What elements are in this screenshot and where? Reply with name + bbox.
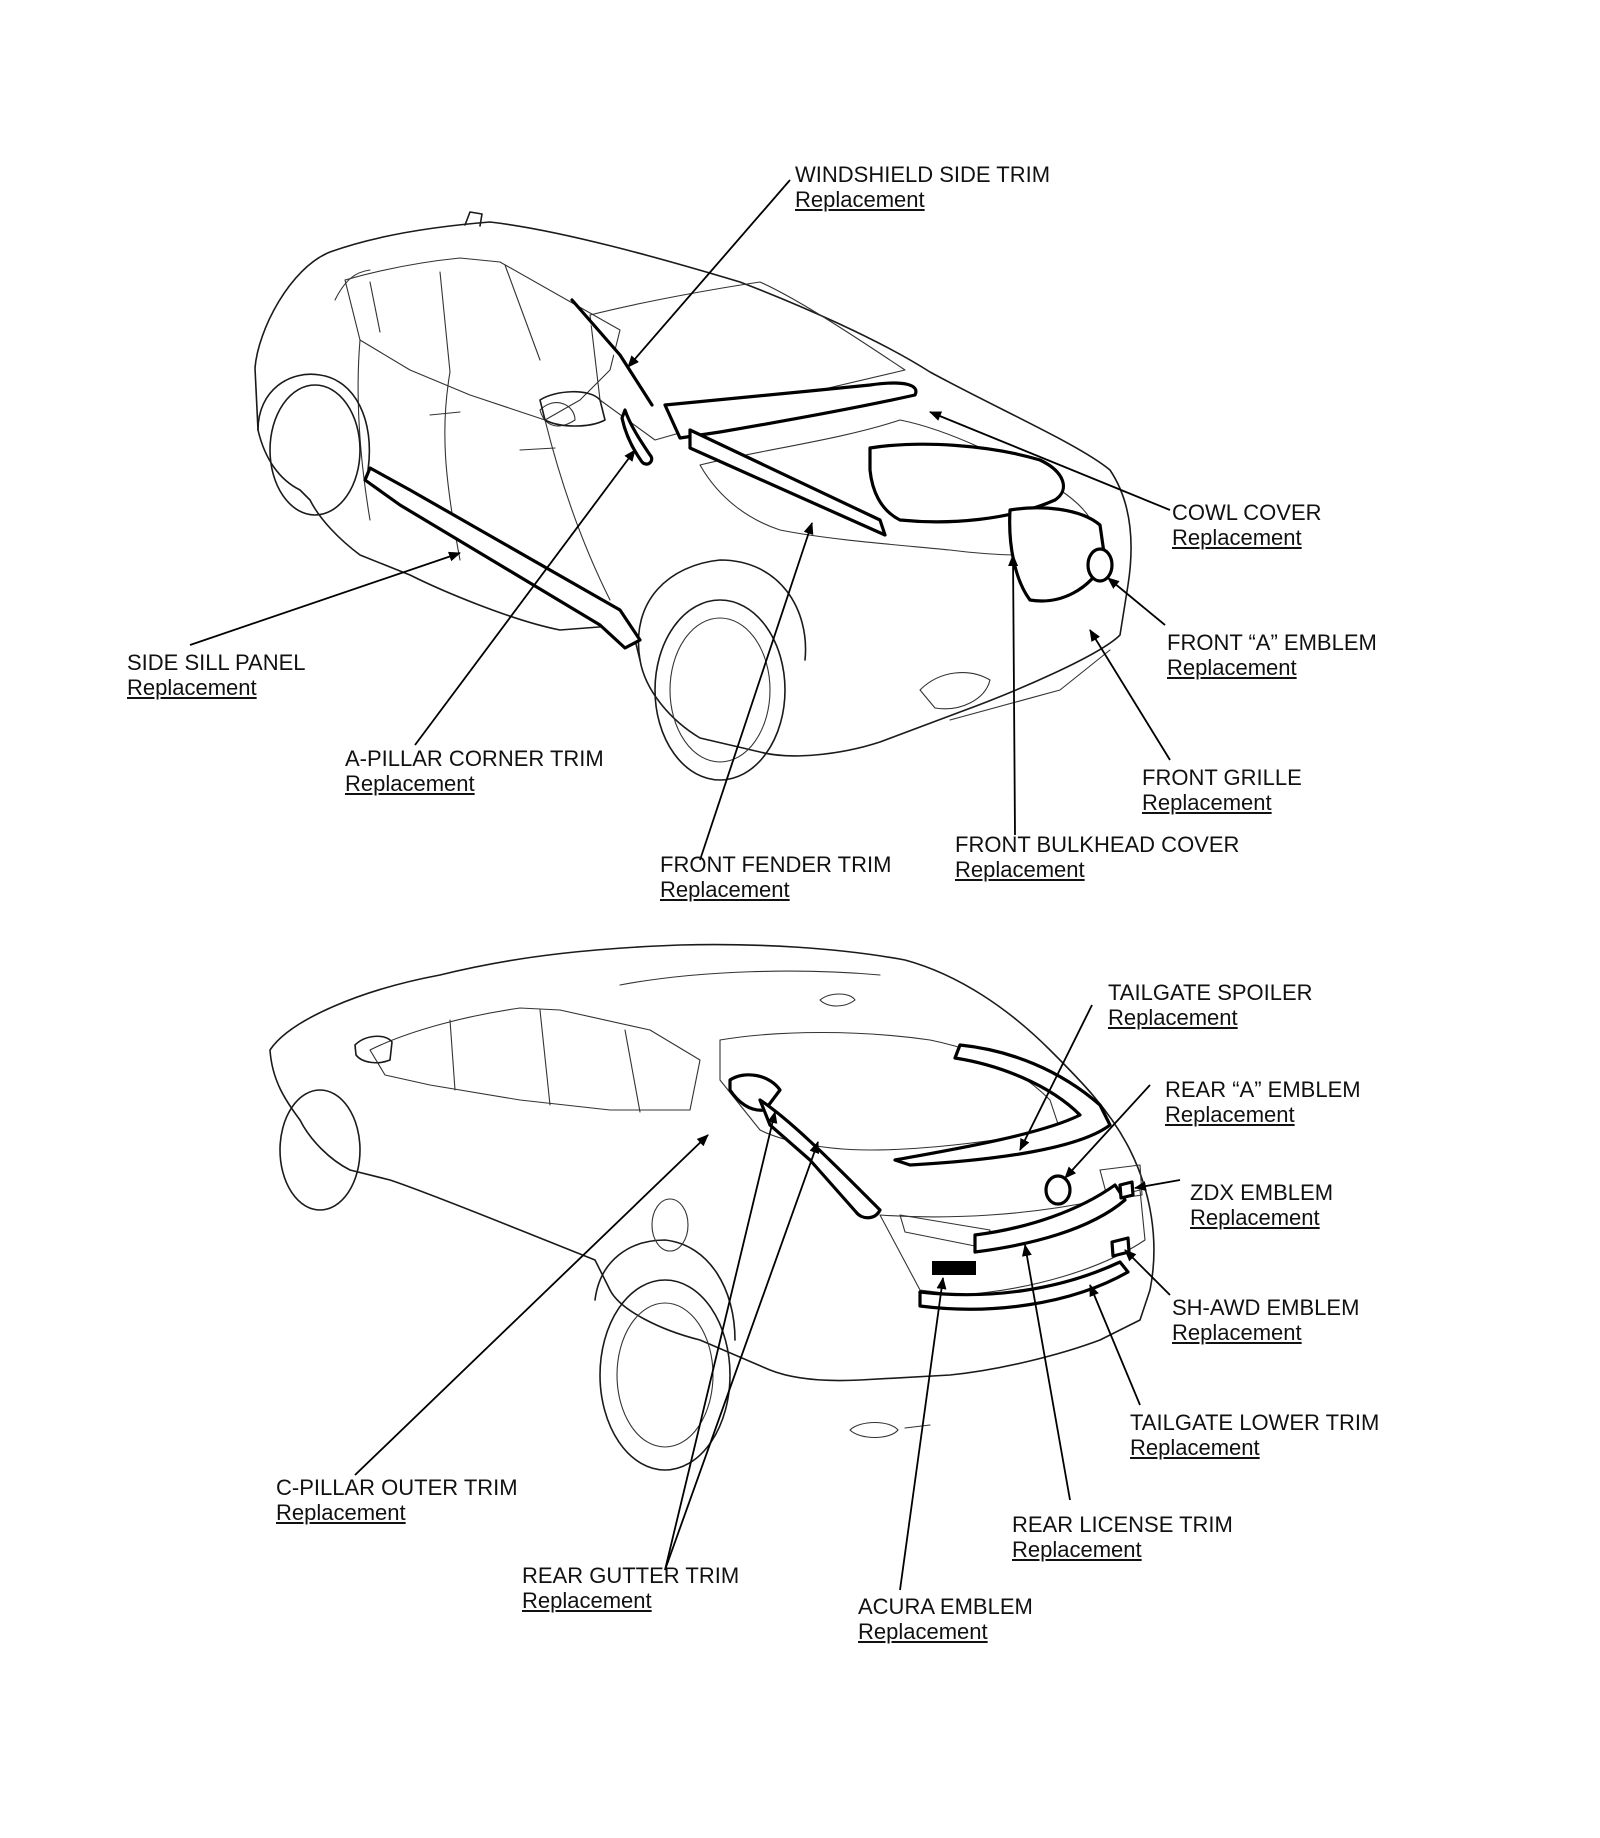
callout-c-pillar-outer-trim: C-PILLAR OUTER TRIM Replacement — [276, 1475, 518, 1525]
callout-title: SH-AWD EMBLEM — [1172, 1295, 1360, 1320]
replacement-link[interactable]: Replacement — [660, 877, 790, 902]
replacement-link[interactable]: Replacement — [1190, 1205, 1320, 1230]
callout-cowl-cover: COWL COVER Replacement — [1172, 500, 1322, 550]
callout-title: REAR LICENSE TRIM — [1012, 1512, 1233, 1537]
callout-acura-emblem: ACURA EMBLEM Replacement — [858, 1594, 1033, 1644]
callout-side-sill-panel: SIDE SILL PANEL Replacement — [127, 650, 306, 700]
callout-title: SIDE SILL PANEL — [127, 650, 306, 675]
rear-view-car-illustration — [269, 943, 1155, 1471]
callout-title: FRONT GRILLE — [1142, 765, 1302, 790]
replacement-link[interactable]: Replacement — [1172, 525, 1302, 550]
callout-title: TAILGATE SPOILER — [1108, 980, 1313, 1005]
callout-tailgate-spoiler: TAILGATE SPOILER Replacement — [1108, 980, 1313, 1030]
replacement-link[interactable]: Replacement — [858, 1619, 988, 1644]
callout-rear-license-trim: REAR LICENSE TRIM Replacement — [1012, 1512, 1233, 1562]
callout-a-pillar-corner-trim: A-PILLAR CORNER TRIM Replacement — [345, 746, 604, 796]
replacement-link[interactable]: Replacement — [1142, 790, 1272, 815]
callout-zdx-emblem: ZDX EMBLEM Replacement — [1190, 1180, 1333, 1230]
callout-sh-awd-emblem: SH-AWD EMBLEM Replacement — [1172, 1295, 1359, 1345]
callout-title: WINDSHIELD SIDE TRIM — [795, 162, 1051, 187]
callout-title: FRONT “A” EMBLEM — [1167, 630, 1377, 655]
callout-tailgate-lower-trim: TAILGATE LOWER TRIM Replacement — [1130, 1410, 1379, 1460]
callout-front-bulkhead-cover: FRONT BULKHEAD COVER Replacement — [955, 832, 1239, 882]
callout-title: REAR GUTTER TRIM — [522, 1563, 740, 1588]
replacement-link[interactable]: Replacement — [345, 771, 475, 796]
callout-title: A-PILLAR CORNER TRIM — [345, 746, 604, 771]
callout-front-grille: FRONT GRILLE Replacement — [1142, 765, 1302, 815]
front-leader-lines — [189, 179, 1171, 861]
rear-leader-lines — [354, 1004, 1181, 1591]
replacement-link[interactable]: Replacement — [795, 187, 925, 212]
callout-title: FRONT FENDER TRIM — [660, 852, 892, 877]
replacement-link[interactable]: Replacement — [522, 1588, 652, 1613]
replacement-link[interactable]: Replacement — [955, 857, 1085, 882]
replacement-link[interactable]: Replacement — [1108, 1005, 1238, 1030]
callout-windshield-side-trim: WINDSHIELD SIDE TRIM Replacement — [795, 162, 1050, 212]
callout-rear-a-emblem: REAR “A” EMBLEM Replacement — [1165, 1077, 1361, 1127]
replacement-link[interactable]: Replacement — [1165, 1102, 1295, 1127]
callout-title: COWL COVER — [1172, 500, 1322, 525]
callout-title: FRONT BULKHEAD COVER — [955, 832, 1240, 857]
callout-front-fender-trim: FRONT FENDER TRIM Replacement — [660, 852, 891, 902]
replacement-link[interactable]: Replacement — [276, 1500, 406, 1525]
callout-front-a-emblem: FRONT “A” EMBLEM Replacement — [1167, 630, 1377, 680]
callout-title: REAR “A” EMBLEM — [1165, 1077, 1361, 1102]
callout-title: TAILGATE LOWER TRIM — [1130, 1410, 1380, 1435]
replacement-link[interactable]: Replacement — [1130, 1435, 1260, 1460]
callout-title: ZDX EMBLEM — [1190, 1180, 1334, 1205]
callout-title: ACURA EMBLEM — [858, 1594, 1033, 1619]
replacement-link[interactable]: Replacement — [1012, 1537, 1142, 1562]
front-view-car-illustration — [254, 211, 1132, 781]
replacement-link[interactable]: Replacement — [127, 675, 257, 700]
callout-title: C-PILLAR OUTER TRIM — [276, 1475, 518, 1500]
callout-rear-gutter-trim: REAR GUTTER TRIM Replacement — [522, 1563, 739, 1613]
replacement-link[interactable]: Replacement — [1167, 655, 1297, 680]
replacement-link[interactable]: Replacement — [1172, 1320, 1302, 1345]
